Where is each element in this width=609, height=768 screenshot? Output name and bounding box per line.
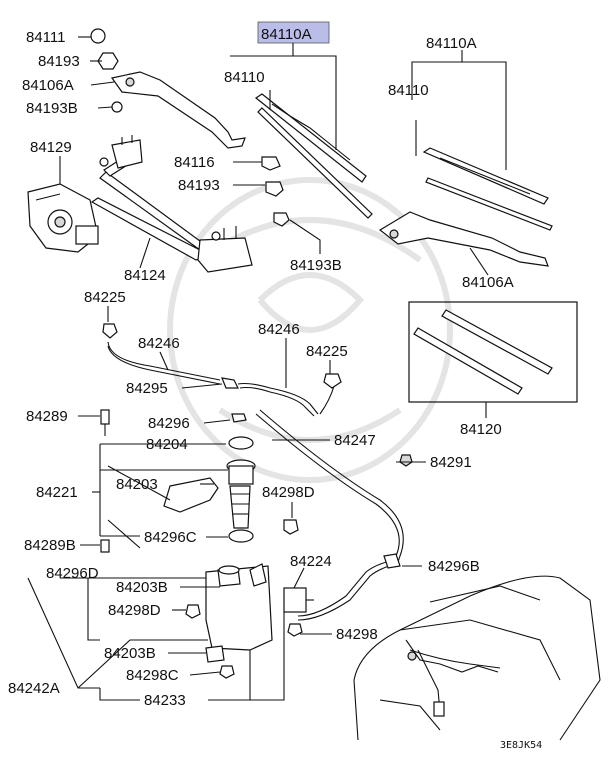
label-84298d-upper: 84298D — [262, 484, 315, 501]
label-84289b: 84289B — [24, 537, 76, 554]
car-outline — [353, 575, 601, 741]
label-84193-mid: 84193 — [178, 177, 220, 194]
label-84295: 84295 — [126, 380, 168, 397]
washer-tank-assembly — [100, 409, 314, 679]
label-84225-left: 84225 — [84, 289, 126, 306]
wiper-arm-left — [90, 28, 246, 149]
wiper-blade-middle — [254, 93, 373, 227]
wiper-motor — [27, 183, 99, 253]
label-84246-left: 84246 — [138, 335, 180, 352]
label-84246-right: 84246 — [258, 321, 300, 338]
part-labels: 84111 84193 84106A 84193B 84129 84124 84… — [8, 26, 542, 751]
label-84193b-left: 84193B — [26, 100, 78, 117]
label-84242a: 84242A — [8, 680, 60, 697]
label-84221: 84221 — [36, 484, 78, 501]
label-84111: 84111 — [26, 29, 66, 46]
label-84296d: 84296D — [46, 565, 99, 582]
label-84298d-lower: 84298D — [108, 602, 161, 619]
blade-refill-box — [408, 301, 578, 418]
label-84233: 84233 — [144, 692, 186, 709]
label-84203b-lower: 84203B — [104, 645, 156, 662]
label-84224: 84224 — [290, 553, 332, 570]
label-84129: 84129 — [30, 139, 72, 156]
label-84120: 84120 — [460, 421, 502, 438]
diagram-code: 3E8JK54 — [500, 740, 542, 751]
label-84203b-upper: 84203B — [116, 579, 168, 596]
label-84193-top: 84193 — [38, 53, 80, 70]
label-84291: 84291 — [430, 454, 472, 471]
label-84225-right: 84225 — [306, 343, 348, 360]
wiper-arm-right — [378, 211, 549, 267]
label-84110a-highlight: 84110A — [261, 26, 312, 43]
wiper-linkage — [90, 135, 253, 273]
watermark-emblem — [167, 177, 453, 483]
label-84203: 84203 — [116, 476, 158, 493]
label-84296c: 84296C — [144, 529, 197, 546]
leader-lines — [27, 36, 507, 701]
label-84298c: 84298C — [126, 667, 179, 684]
label-84110a-right: 84110A — [426, 35, 477, 52]
label-84247: 84247 — [334, 432, 376, 449]
label-84110-right: 84110 — [388, 82, 429, 99]
label-84124: 84124 — [124, 267, 166, 284]
label-84110-mid: 84110 — [224, 69, 265, 86]
label-84204: 84204 — [146, 436, 188, 453]
label-84296b: 84296B — [428, 558, 480, 575]
label-84116: 84116 — [174, 154, 215, 171]
label-84106a-left: 84106A — [22, 77, 74, 94]
label-84296: 84296 — [148, 415, 190, 432]
label-84106a-right: 84106A — [462, 274, 514, 291]
wiper-blade-right — [422, 147, 553, 231]
label-84289: 84289 — [26, 408, 68, 425]
label-84193b-mid: 84193B — [290, 257, 342, 274]
label-84298: 84298 — [336, 626, 378, 643]
